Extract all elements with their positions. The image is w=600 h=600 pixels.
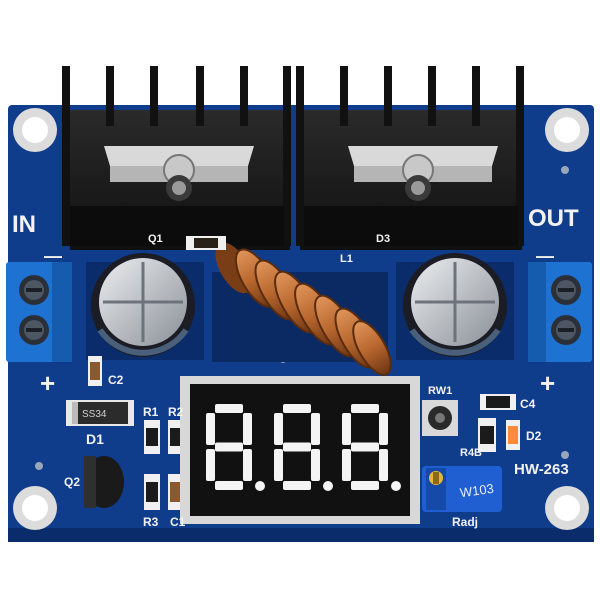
- label-q2: Q2: [64, 475, 80, 489]
- display-segment-3-c: [379, 449, 388, 481]
- label-c4: C4: [520, 397, 536, 411]
- display-decimal-point-1: [255, 481, 265, 491]
- label-d1-part: SS34: [82, 409, 107, 420]
- display-segment-1-g: [215, 442, 243, 452]
- input-plus-sign: +: [40, 368, 55, 398]
- label-d2: D2: [526, 429, 542, 443]
- display-segment-2-b: [311, 413, 320, 445]
- pcb-edge-shadow: [8, 528, 594, 542]
- display-segment-3-a: [351, 404, 379, 413]
- display-decimal-point-2: [323, 481, 333, 491]
- mounting-hole-top-right: [545, 108, 589, 152]
- smd-led-d2: [506, 420, 520, 450]
- smd-capacitor-c4: [480, 394, 516, 410]
- smd-resistor-r3: [144, 474, 160, 510]
- display-segment-3-b: [379, 413, 388, 445]
- input-minus-sign: —: [44, 246, 62, 266]
- mounting-hole-bottom-right: [545, 486, 589, 530]
- display-segment-1-a: [215, 404, 243, 413]
- input-label: IN: [12, 211, 36, 238]
- smd-resistor-r4b: [478, 418, 496, 452]
- diode-d3-tab: [348, 146, 498, 201]
- display-segment-3-e: [342, 449, 351, 481]
- display-segment-2-g: [283, 442, 311, 452]
- output-minus-sign: —: [536, 246, 554, 266]
- transistor-q1-tab: [104, 146, 254, 201]
- label-r2: R2: [168, 405, 184, 419]
- label-d3: D3: [376, 233, 390, 245]
- label-c2: C2: [108, 373, 124, 387]
- display-segment-1-d: [215, 481, 243, 490]
- display-segment-1-c: [243, 449, 252, 481]
- seven-segment-display: [180, 376, 420, 524]
- display-segment-3-g: [351, 442, 379, 452]
- display-segment-2-c: [311, 449, 320, 481]
- display-segment-3-f: [342, 413, 351, 445]
- output-plus-sign: +: [540, 368, 555, 398]
- electrolytic-capacitor-output: [403, 253, 507, 357]
- input-terminal-block: [6, 262, 72, 362]
- smd-resistor-r1: [144, 420, 160, 454]
- label-rw1: RW1: [428, 385, 452, 397]
- label-l1: L1: [340, 253, 353, 265]
- trimmer-rw1: [422, 400, 458, 436]
- transistor-q2: [84, 456, 124, 508]
- model-label: HW-263: [514, 461, 569, 478]
- electrolytic-capacitor-input: [91, 253, 195, 357]
- label-r4b: R4B: [460, 447, 482, 459]
- label-c1: C1: [170, 515, 186, 529]
- label-d1: D1: [86, 431, 104, 447]
- smd-capacitor-c-top: [186, 236, 226, 250]
- output-label: OUT: [528, 205, 579, 232]
- display-segment-1-e: [206, 449, 215, 481]
- display-segment-2-f: [274, 413, 283, 445]
- heatsink-left: [62, 66, 291, 250]
- label-radj: Radj: [452, 515, 478, 529]
- inductor-coil-l1: [215, 242, 392, 376]
- display-segment-2-e: [274, 449, 283, 481]
- display-segment-3-d: [351, 481, 379, 490]
- label-r3: R3: [143, 515, 159, 529]
- diode-d1-package: [66, 400, 134, 426]
- mounting-hole-bottom-left: [13, 486, 57, 530]
- potentiometer-code: W103: [459, 481, 495, 501]
- display-decimal-point-3: [391, 481, 401, 491]
- display-segment-2-a: [283, 404, 311, 413]
- output-terminal-block: [528, 262, 592, 362]
- mounting-hole-top-left: [13, 108, 57, 152]
- label-r1: R1: [143, 405, 159, 419]
- display-segment-2-d: [283, 481, 311, 490]
- display-digits: [206, 404, 401, 491]
- label-q1: Q1: [148, 233, 163, 245]
- display-segment-1-f: [206, 413, 215, 445]
- display-segment-1-b: [243, 413, 252, 445]
- potentiometer-radj: [422, 466, 502, 512]
- smd-capacitor-c2: [88, 356, 102, 386]
